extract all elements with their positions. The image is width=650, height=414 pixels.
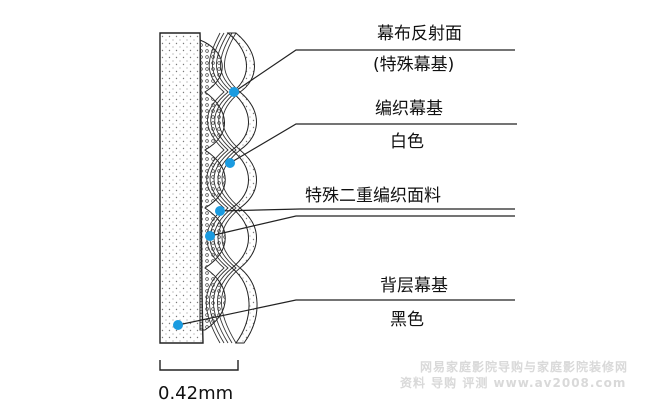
label-woven-sub: 白色 <box>390 132 424 152</box>
label-fabric: 特殊二重编织面料 <box>305 186 441 206</box>
marker-back <box>173 320 183 330</box>
label-surface-sub: (特殊幕基) <box>373 55 455 75</box>
leader-lines <box>177 49 517 326</box>
scale-label: 0.42mm <box>158 383 234 404</box>
marker-woven <box>225 158 235 168</box>
label-back-sub: 黑色 <box>390 310 424 330</box>
watermark-line1: 网易家庭影院导购与家庭影院装修网 <box>420 360 629 374</box>
reflective-surface-layer <box>226 32 258 344</box>
marker-fabric-2 <box>205 231 215 241</box>
label-surface: 幕布反射面 <box>377 24 462 44</box>
watermark-line2: 资料 导购 评测 www.av2008.com <box>400 376 627 390</box>
back-layer <box>159 32 204 344</box>
leader-fabric-1 <box>217 208 515 212</box>
leader-surface <box>233 49 515 93</box>
leader-back <box>177 299 515 326</box>
woven-base-layer <box>199 39 226 331</box>
marker-fabric-1 <box>215 206 225 216</box>
leader-fabric-2 <box>209 215 515 237</box>
leader-woven <box>229 123 517 164</box>
marker-surface <box>229 87 239 97</box>
marker-dots <box>173 87 239 330</box>
label-back: 背层幕基 <box>380 276 448 296</box>
label-woven: 编织幕基 <box>375 99 443 119</box>
scale-bracket <box>159 360 239 371</box>
